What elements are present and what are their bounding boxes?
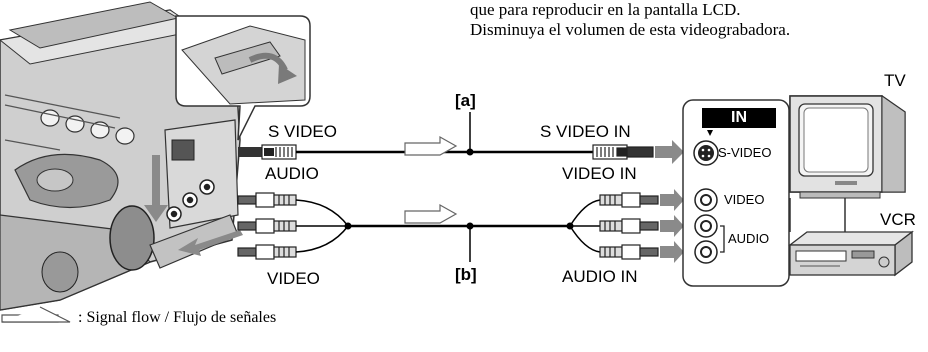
camcorder-connectors <box>237 144 297 260</box>
audio-in-label: AUDIO IN <box>562 267 638 286</box>
camcorder-audio-label: AUDIO <box>265 164 319 183</box>
tv-input-panel <box>682 99 790 287</box>
cable-label-a: [a] <box>455 91 476 110</box>
cable-label-b: [b] <box>455 265 477 284</box>
vcr-illustration <box>788 230 914 277</box>
legend-flow-arrow <box>1 306 71 323</box>
plug-in-arrows <box>655 140 684 263</box>
panel-video-label: VIDEO <box>724 192 765 207</box>
callout-bubble <box>175 15 311 141</box>
tv-side-connectors <box>592 144 659 260</box>
instruction-text-line2: Disminuya el volumen de esta videograbad… <box>470 20 791 39</box>
panel-s-video-label: S-VIDEO <box>718 145 772 160</box>
panel-to-devices-lines <box>789 198 846 232</box>
tv-illustration <box>789 95 906 199</box>
legend-text: : Signal flow / Flujo de señales <box>78 309 277 326</box>
instruction-text-line1: que para reproducir en la pantalla LCD. <box>470 0 741 19</box>
tv-label: TV <box>884 71 906 90</box>
s-video-in-label: S VIDEO IN <box>540 122 631 141</box>
signal-flow-arrow-b <box>404 203 458 224</box>
vcr-label: VCR <box>880 210 916 229</box>
panel-audio-label: AUDIO <box>728 231 770 246</box>
signal-flow-arrow-a <box>404 135 458 156</box>
camcorder-s-video-label: S VIDEO <box>268 122 337 141</box>
input-panel-header: IN <box>702 108 776 128</box>
camcorder-video-label: VIDEO <box>267 269 320 288</box>
video-in-label: VIDEO IN <box>562 164 637 183</box>
